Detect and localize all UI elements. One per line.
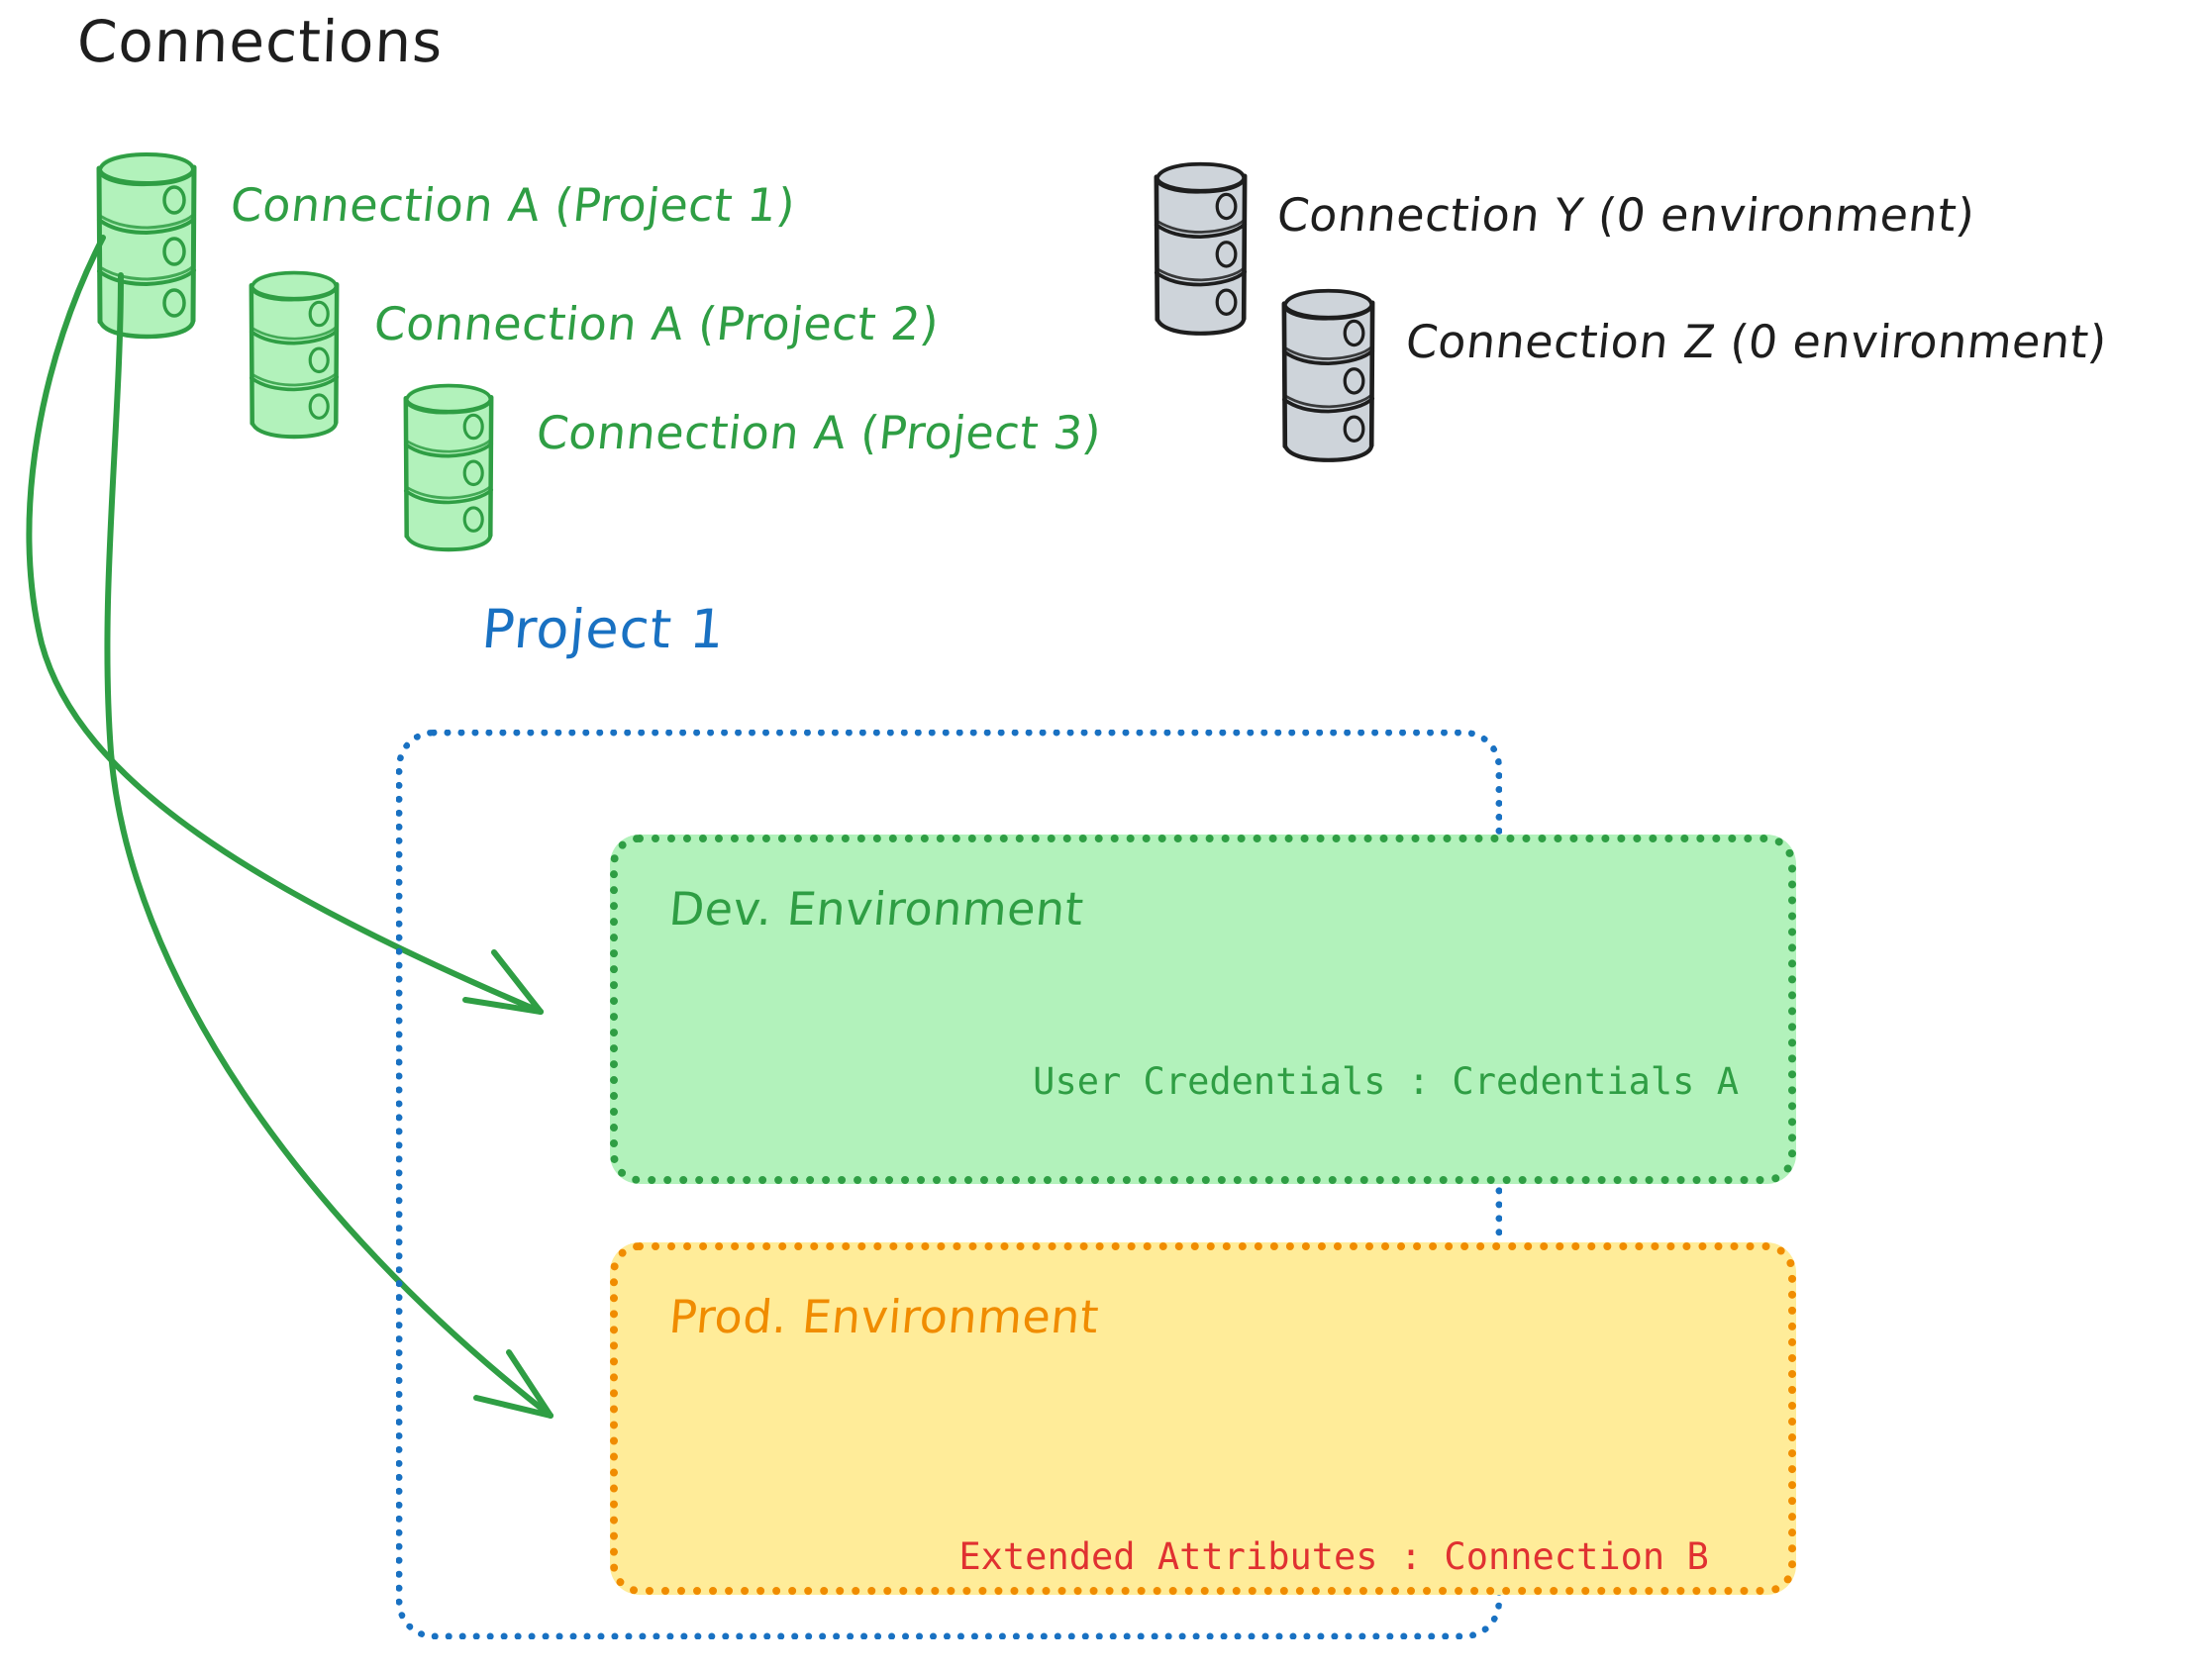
database-icon-connection-a-project-3 — [406, 384, 491, 549]
arrow-connection-a-to-prod — [104, 272, 553, 1419]
arrow-connection-a-to-dev — [26, 235, 544, 1015]
environment-details-dev: User Credentials : Credentials A — [1033, 1060, 1739, 1103]
database-icon-connection-z — [1284, 289, 1372, 460]
environment-box-dev: Dev. Environment User Credentials : Cred… — [610, 835, 1796, 1184]
connection-label-a-project-1: Connection A (Project 1) — [228, 178, 798, 232]
environment-details-prod: Extended Attributes : Connection B Ext.A… — [958, 1438, 1731, 1674]
environment-title-prod: Prod. Environment — [666, 1290, 1102, 1343]
database-icon-connection-a-project-1 — [99, 152, 194, 337]
project-container — [396, 730, 1502, 1639]
connection-label-z: Connection Z (0 environment) — [1403, 315, 2110, 368]
environment-title-dev: Dev. Environment — [666, 882, 1086, 935]
environment-box-prod: Prod. Environment Extended Attributes : … — [610, 1242, 1796, 1595]
database-icon-connection-a-project-2 — [251, 271, 337, 437]
environment-detail-line: Extended Attributes : Connection B — [958, 1535, 1709, 1579]
page-title: Connections — [75, 8, 445, 75]
database-icon-connection-y — [1156, 162, 1245, 334]
connection-label-a-project-3: Connection A (Project 3) — [534, 406, 1104, 459]
connection-label-a-project-2: Connection A (Project 2) — [371, 297, 942, 350]
project-title: Project 1 — [479, 598, 729, 660]
connection-label-y: Connection Y (0 environment) — [1274, 188, 1978, 242]
